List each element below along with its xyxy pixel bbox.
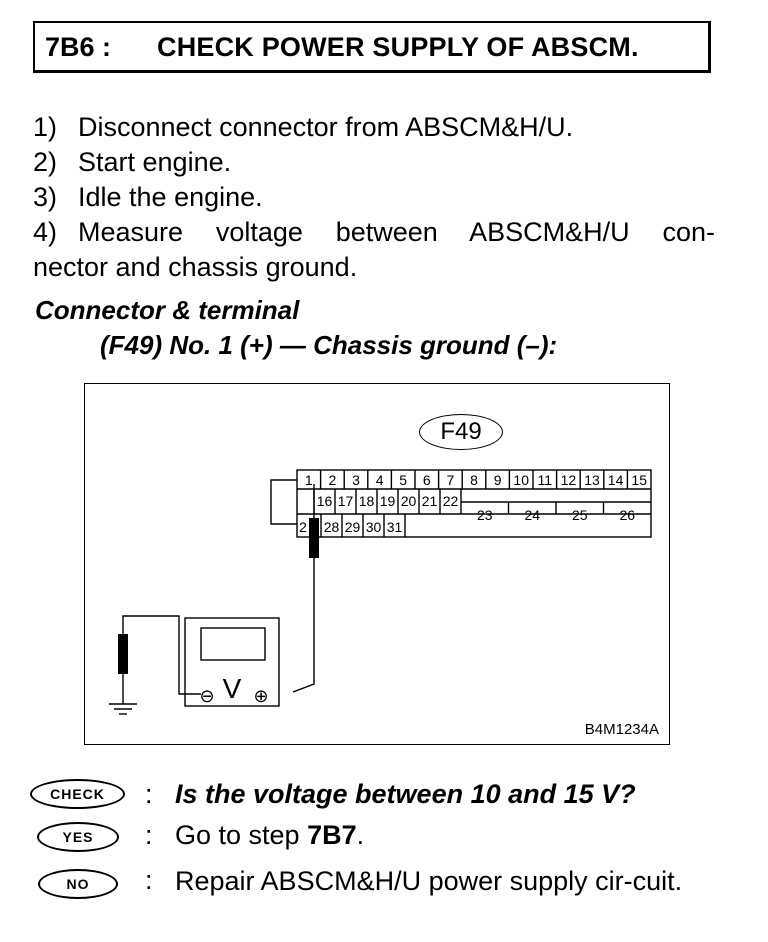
pin-label: 1 [305, 472, 313, 488]
procedure-step: 3) Idle the engine. [33, 180, 715, 215]
pin-label: 22 [443, 493, 459, 509]
voltmeter-symbol: V [223, 673, 242, 704]
no-answer: Repair ABSCM&H/U power supply cir-cuit. [175, 866, 683, 896]
procedure-step-continuation: nector and chassis ground. [33, 250, 715, 285]
pin-label: 21 [422, 493, 438, 509]
yes-step-link: 7B7 [307, 820, 357, 850]
yes-badge: YES [37, 822, 119, 852]
pin-label: 2 [329, 472, 337, 488]
pin-label: 6 [423, 472, 431, 488]
pin-label: 14 [608, 472, 624, 488]
yes-answer-end: . [356, 820, 365, 850]
pin-label: 28 [324, 519, 340, 535]
pin-label: 23 [477, 507, 493, 523]
voltmeter-display [200, 627, 266, 661]
negative-probe [118, 634, 128, 674]
check-question: Is the voltage between 10 and 15 V? [175, 779, 636, 809]
pin-label: 30 [366, 519, 382, 535]
check-row: CHECK : Is the voltage between 10 and 15… [30, 779, 730, 813]
step-text: Measure voltage between ABSCM&H/U con- [78, 217, 715, 247]
pin-label: 31 [387, 519, 403, 535]
connector-terminal-spec: (F49) No. 1 (+) — Chassis ground (–): [100, 330, 558, 360]
pin-label: 8 [470, 472, 478, 488]
procedure-step: 2) Start engine. [33, 145, 715, 180]
pin-label: 11 [538, 472, 553, 488]
pin-label: 5 [399, 472, 407, 488]
pin-label: 12 [561, 472, 577, 488]
no-row: NO : Repair ABSCM&H/U power supply cir-c… [30, 865, 730, 935]
procedure-list: 1) Disconnect connector from ABSCM&H/U. … [33, 110, 715, 285]
yes-answer: Go to step 7B7. [175, 820, 364, 851]
voltmeter-body [184, 617, 280, 707]
connector-id-label: F49 [419, 414, 503, 450]
pin-label: 24 [524, 507, 540, 523]
pin-label: 13 [584, 472, 600, 488]
yes-row: YES : Go to step 7B7. [30, 820, 730, 854]
step-text: Idle the engine. [78, 182, 263, 212]
pin-label: 17 [338, 493, 354, 509]
connector-terminal-heading: Connector & terminal [35, 295, 300, 325]
connector-body [296, 469, 652, 538]
pin-label: 3 [352, 472, 360, 488]
colon: : [145, 779, 153, 809]
step-num: 2) [33, 147, 58, 177]
step-title-box: 7B6 : CHECK POWER SUPPLY OF ABSCM. [33, 21, 711, 73]
pin-label: 20 [401, 493, 417, 509]
pin-label: 18 [359, 493, 375, 509]
pin-label: 2 [299, 519, 307, 535]
meter-negative-terminal: ⊖ [199, 686, 214, 707]
step-number: 7B6 : [45, 32, 112, 62]
figure-id: B4M1234A [584, 721, 659, 738]
step-num: 1) [33, 112, 58, 142]
pin-label: 16 [317, 493, 333, 509]
negative-lead [122, 615, 201, 695]
pin-label: 10 [513, 472, 529, 488]
pin-label: 7 [447, 472, 455, 488]
step-num: 3) [33, 182, 58, 212]
colon: : [145, 865, 153, 895]
step-num: 4) [33, 217, 58, 247]
check-badge: CHECK [30, 779, 125, 809]
pin-label: 29 [345, 519, 361, 535]
pin-label: 25 [572, 507, 588, 523]
procedure-step: 4) Measure voltage between ABSCM&H/U con… [33, 215, 715, 250]
colon: : [145, 820, 153, 850]
pin-label: 26 [619, 507, 635, 523]
meter-positive-terminal: ⊕ [253, 686, 268, 707]
pin-label: 9 [494, 472, 502, 488]
yes-answer-text: Go to step [175, 820, 308, 850]
step-text-continued: nector and chassis ground. [33, 252, 358, 282]
step-title: CHECK POWER SUPPLY OF ABSCM. [157, 32, 639, 62]
procedure-step: 1) Disconnect connector from ABSCM&H/U. [33, 110, 715, 145]
pin-label: 4 [376, 472, 384, 488]
positive-probe [309, 518, 319, 558]
positive-lead [292, 484, 315, 693]
step-text: Start engine. [78, 147, 232, 177]
step-text: Disconnect connector from ABSCM&H/U. [78, 112, 574, 142]
no-badge: NO [38, 869, 118, 899]
pin-label: 19 [380, 493, 396, 509]
pin-label: 15 [631, 472, 647, 488]
